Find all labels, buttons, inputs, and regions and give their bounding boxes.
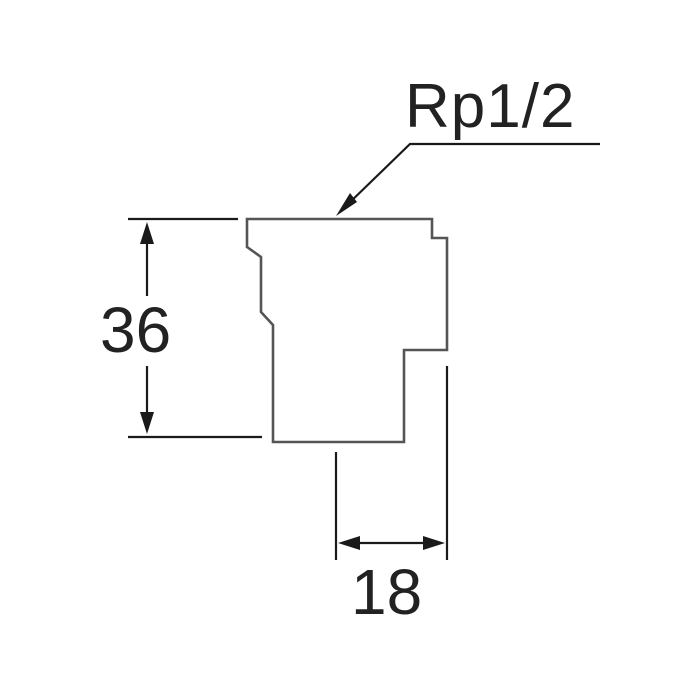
width-arrowhead-right — [423, 536, 445, 550]
height-arrowhead-top — [140, 222, 154, 244]
height-arrowhead-bottom — [140, 412, 154, 434]
thread-size-label: Rp1/2 — [405, 72, 576, 141]
width-arrowhead-left — [338, 536, 360, 550]
width-dimension-label: 18 — [351, 556, 423, 628]
part-outline — [245, 217, 449, 444]
thread-leader-line — [344, 142, 600, 208]
thread-leader-arrowhead — [336, 193, 357, 216]
height-dimension-label: 36 — [100, 294, 172, 366]
